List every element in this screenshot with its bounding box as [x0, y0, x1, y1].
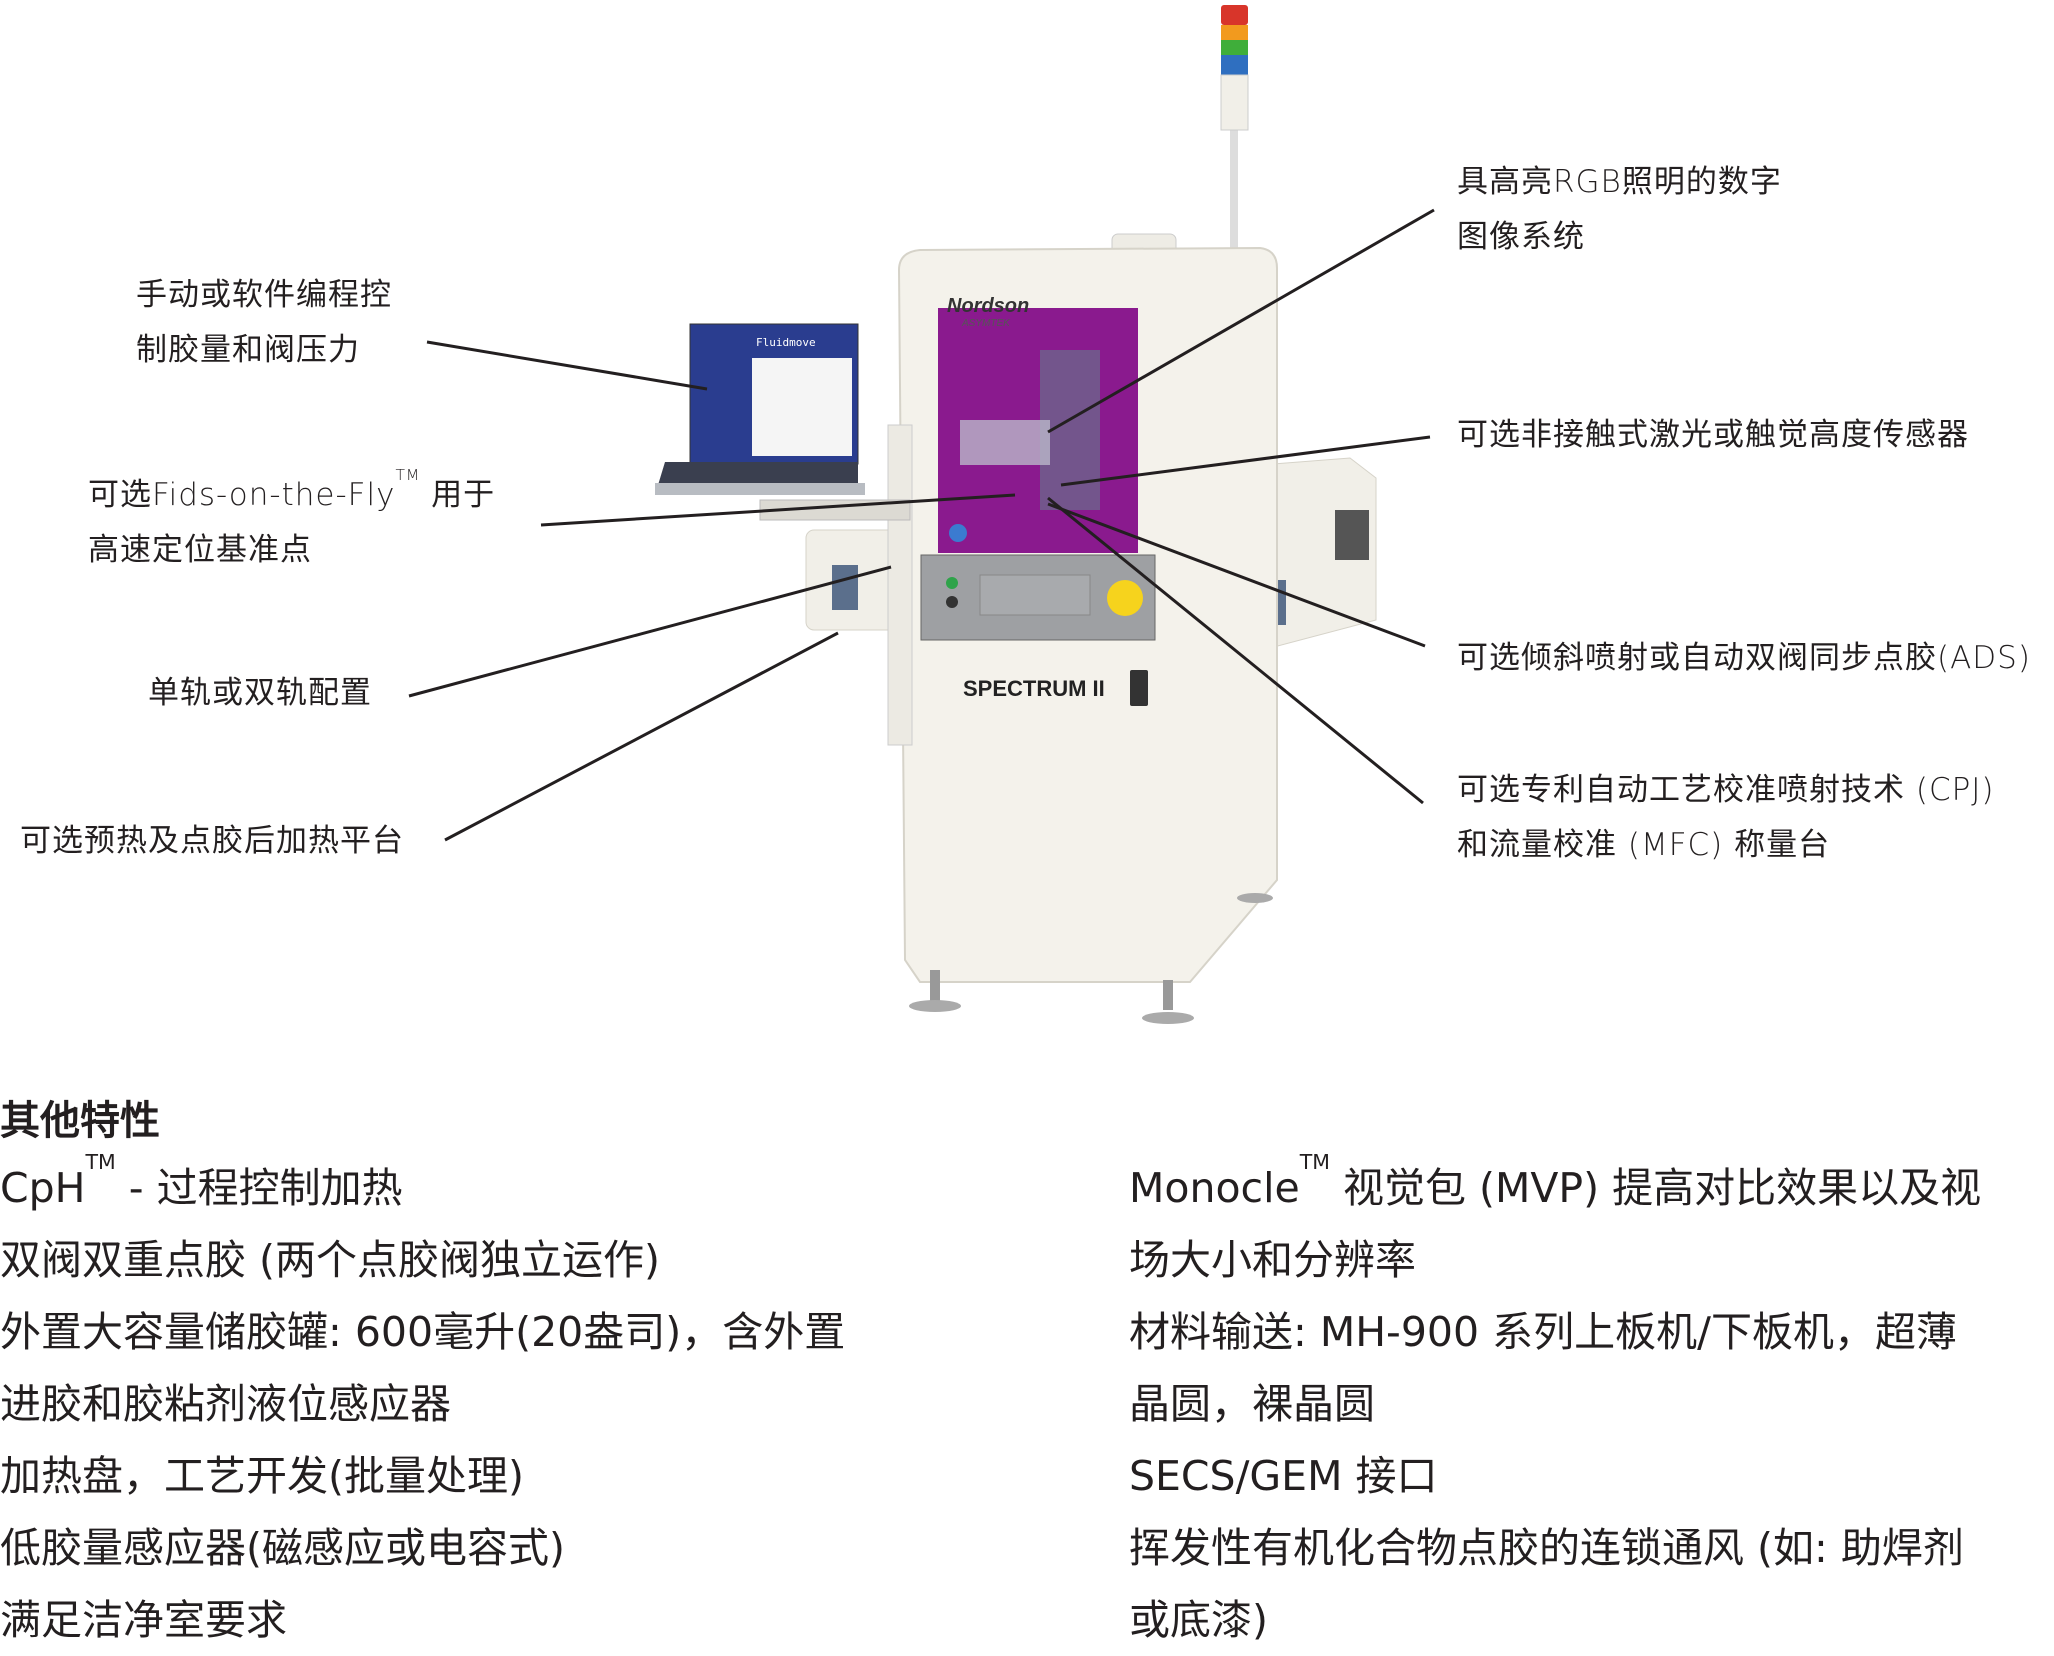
callout-rail-config: 单轨或双轨配置 [148, 666, 372, 721]
callout-line: 高速定位基准点 [88, 532, 312, 568]
feature-item: 材料输送: MH-900 系列上板机/下板机，超薄 [1129, 1308, 1957, 1356]
features-left-list: CpHTM - 过程控制加热 双阀双重点胶 (两个点胶阀独立运作) 外置大容量储… [0, 1152, 845, 1656]
feature-item: 外置大容量储胶罐: 600毫升(20盎司)，含外置 [0, 1308, 846, 1356]
machine-illustration: Nordson ASYMTEK SPECTRUM II Fluidmove [408, 5, 1435, 1024]
fluidmove-logo: Fluidmove [756, 336, 816, 349]
spectrum-logo: SPECTRUM II [963, 676, 1105, 701]
trademark: TM [85, 1150, 116, 1174]
leader-lines [408, 208, 1435, 842]
callout-line: 可选专利自动工艺校准喷射技术 (CPJ) [1457, 772, 1995, 808]
callout-line: 具高亮RGB照明的数字 [1457, 164, 1782, 200]
leader-line [1047, 496, 1424, 805]
feature-item: 满足洁净室要求 [0, 1596, 287, 1644]
feature-item: 双阀双重点胶 (两个点胶阀独立运作) [0, 1236, 661, 1284]
feature-text: - 过程控制加热 [115, 1164, 403, 1212]
callout-line: 可选预热及点胶后加热平台 [20, 823, 404, 859]
feature-item: SECS/GEM 接口 [1129, 1452, 1438, 1500]
leader-line [444, 631, 839, 842]
nordson-logo: Nordson [947, 295, 1029, 317]
main-cabinet: Nordson ASYMTEK SPECTRUM II [897, 246, 1278, 1024]
callout-line: 单轨或双轨配置 [148, 675, 372, 711]
callout-line: 手动或软件编程控 [136, 277, 392, 313]
leader-line [1047, 208, 1435, 434]
callout-height-sensor: 可选非接触式激光或触觉高度传感器 [1457, 408, 1969, 463]
callout-text: 可选Fids-on-the-Fly [88, 477, 396, 513]
callout-line: 可选Fids-on-the-FlyTM 用于 [88, 466, 496, 523]
asymtek-logo: ASYMTEK [961, 318, 1011, 329]
feature-item: 场大小和分辨率 [1129, 1236, 1416, 1284]
monitor-arm-pole [887, 424, 913, 746]
leader-line [1060, 435, 1431, 487]
feature-text: 视觉包 (MVP) 提高对比效果以及视 [1329, 1164, 1982, 1212]
callout-programmable-control: 手动或软件编程控 制胶量和阀压力 [136, 268, 392, 378]
feature-item: 加热盘，工艺开发(批量处理) [0, 1452, 524, 1500]
leader-line [1047, 502, 1426, 648]
feature-text: Monocle [1129, 1164, 1300, 1212]
left-conveyor-module [805, 529, 907, 631]
feature-item: 进胶和胶粘剂液位感应器 [0, 1380, 451, 1428]
feature-item: 挥发性有机化合物点胶的连锁通风 (如: 助焊剂 [1129, 1524, 1964, 1572]
trademark: TM [395, 466, 421, 484]
feature-text: CpH [0, 1164, 86, 1212]
callout-fids-on-the-fly: 可选Fids-on-the-FlyTM 用于 高速定位基准点 [88, 466, 496, 578]
feature-item: MonocleTM 视觉包 (MVP) 提高对比效果以及视 [1129, 1152, 1981, 1224]
trademark: TM [1299, 1150, 1330, 1174]
signal-light-tower [1220, 5, 1249, 250]
callout-cpj-mfc: 可选专利自动工艺校准喷射技术 (CPJ) 和流量校准 (MFC) 称量台 [1457, 763, 1995, 873]
callout-line: 制胶量和阀压力 [136, 332, 360, 368]
callout-line: 可选倾斜喷射或自动双阀同步点胶(ADS) [1457, 640, 2031, 676]
callout-line: 和流量校准 (MFC) 称量台 [1457, 827, 1831, 863]
feature-item: 或底漆) [1129, 1596, 1268, 1644]
callout-tilt-ads: 可选倾斜喷射或自动双阀同步点胶(ADS) [1457, 631, 2031, 686]
callout-heating-platform: 可选预热及点胶后加热平台 [20, 814, 404, 869]
feature-item: 低胶量感应器(磁感应或电容式) [0, 1524, 565, 1572]
callout-rgb-vision: 具高亮RGB照明的数字 图像系统 [1457, 155, 1782, 265]
feature-item: CpHTM - 过程控制加热 [0, 1152, 845, 1224]
leader-line [426, 340, 708, 391]
callout-line: 图像系统 [1457, 219, 1585, 255]
callout-text: 用于 [420, 477, 496, 513]
leader-line [540, 493, 1016, 527]
features-right-list: MonocleTM 视觉包 (MVP) 提高对比效果以及视 场大小和分辨率 材料… [1129, 1152, 1981, 1656]
callout-line: 可选非接触式激光或触觉高度传感器 [1457, 417, 1969, 453]
leader-line [408, 565, 892, 698]
feature-item: 晶圆，裸晶圆 [1129, 1380, 1375, 1428]
features-title: 其他特性 [0, 1098, 160, 1144]
laptop-controller: Fluidmove [655, 323, 865, 495]
